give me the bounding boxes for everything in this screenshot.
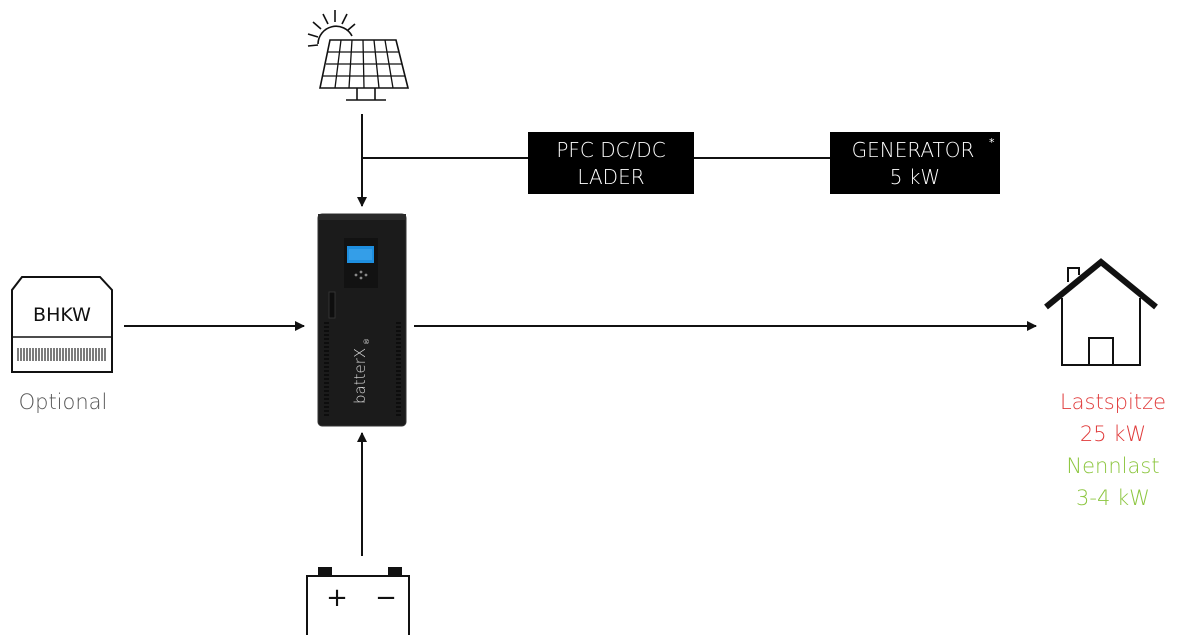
generator-box-line2: 5 kW	[890, 165, 940, 189]
nominal-load-value: 3-4 kW	[1076, 486, 1150, 510]
generator-box: GENERATOR * 5 kW	[830, 132, 1000, 194]
pfc-box-line1: PFC DC/DC	[556, 138, 665, 162]
inverter-body	[318, 214, 406, 426]
inverter-brand: batterX	[351, 348, 369, 404]
house-load-labels: Lastspitze 25 kW Nennlast 3-4 kW	[1060, 390, 1166, 510]
connections	[124, 114, 1037, 556]
inverter-handle	[328, 291, 336, 319]
peak-load-label: Lastspitze	[1060, 390, 1166, 414]
battery-icon: + −	[306, 567, 410, 635]
inverter-unit: batterX ®	[317, 213, 407, 427]
generator-box-line1: GENERATOR	[852, 138, 975, 162]
bhkw-label: BHKW	[33, 304, 91, 326]
house-icon	[1044, 258, 1158, 366]
battery-plus: +	[326, 583, 348, 613]
pfc-box-line2: LADER	[577, 165, 644, 189]
generator-footnote-mark: *	[989, 136, 995, 149]
pfc-dcdc-charger-box: PFC DC/DC LADER	[528, 132, 694, 194]
solar-panel-icon	[307, 10, 410, 101]
inverter-keypad-icon	[354, 270, 368, 280]
battery-minus: −	[375, 583, 397, 613]
bhkw-caption: Optional	[19, 390, 108, 414]
bhkw-vent-icon	[17, 348, 106, 361]
inverter-vents	[324, 322, 401, 416]
bhkw-unit: BHKW Optional	[11, 276, 113, 414]
sun-icon	[307, 10, 356, 47]
nominal-load-label: Nennlast	[1066, 454, 1159, 478]
inverter-brand-mark: ®	[363, 338, 371, 345]
peak-load-value: 25 kW	[1080, 422, 1146, 446]
